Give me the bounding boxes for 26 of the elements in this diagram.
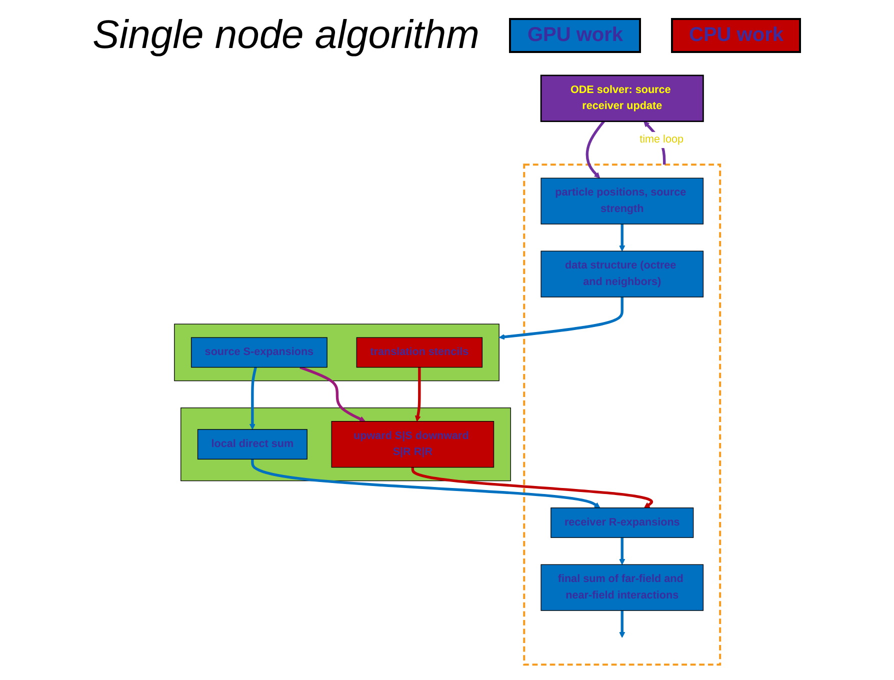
arrow (299, 366, 366, 422)
diagram-title: Single node algorithm (92, 12, 480, 58)
arrow (586, 120, 605, 178)
arrow (498, 297, 624, 340)
node-box: data structure (octree and neighbors) (540, 250, 704, 298)
legend-swatch: GPU work (509, 18, 642, 52)
legend-swatch: CPU work (671, 18, 802, 52)
cluster (522, 164, 721, 666)
node-box: final sum of far-field and near-field interactions (540, 564, 704, 611)
arrow (618, 224, 625, 252)
node-box: source S-expansions (190, 337, 328, 368)
node-box: receiver R-expansions (550, 508, 694, 538)
cluster (180, 408, 511, 482)
arrow (618, 538, 625, 565)
arrow (618, 610, 625, 638)
cluster (174, 324, 500, 382)
arrow (249, 366, 257, 430)
arrow (250, 459, 600, 508)
node-box: local direct sum (197, 429, 308, 460)
node-box: upward S|S downward S|R R|R (331, 421, 494, 468)
arrow (411, 467, 652, 508)
arrow (414, 367, 421, 422)
node-box: translation stencils (356, 337, 482, 368)
node-box: particle positions, source strength (540, 178, 704, 224)
edge-label: time loop (639, 134, 684, 146)
node-box: ODE solver: source receiver update (540, 74, 704, 122)
